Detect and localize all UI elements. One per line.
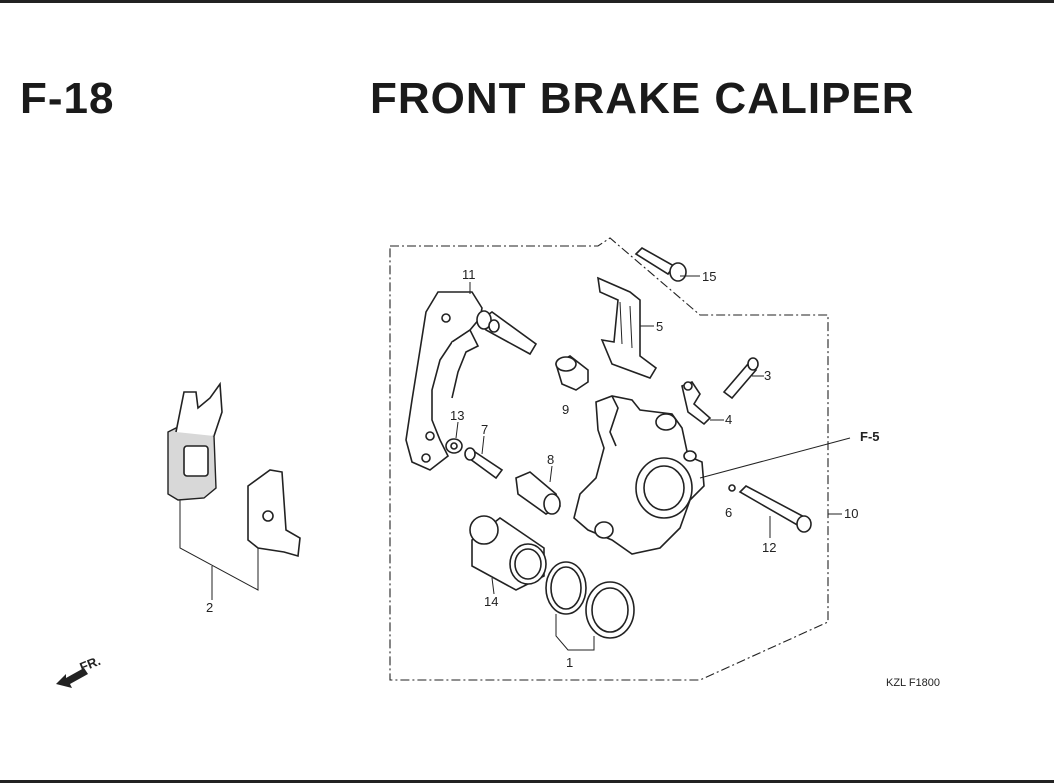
callout-15: 15 (702, 269, 716, 284)
callout-14: 14 (484, 594, 498, 609)
callout-6: 6 (725, 505, 732, 520)
brake-pad-set-2 (167, 381, 301, 558)
bleeder-cap-4 (681, 381, 712, 426)
callout-9: 9 (562, 402, 569, 417)
page-title: FRONT BRAKE CALIPER (370, 74, 915, 123)
callout-10: 10 (844, 506, 858, 521)
callout-2: 2 (206, 600, 213, 615)
pin-bolt-7 (464, 447, 504, 480)
piston-14 (469, 515, 547, 591)
front-direction-label: FR. (78, 653, 103, 675)
pad-spring-5 (597, 276, 658, 379)
bleeder-valve-3 (722, 357, 759, 400)
cap-6 (728, 484, 736, 492)
piston-seal-set-1 (545, 561, 635, 639)
drawing-code: KZL F1800 (886, 677, 940, 689)
callout-4: 4 (725, 412, 732, 427)
callout-12: 12 (762, 540, 776, 555)
front-direction-arrow-icon (56, 668, 88, 688)
callout-8: 8 (547, 452, 554, 467)
leader-lines (179, 275, 851, 651)
boot-9 (555, 355, 589, 391)
callout-13: 13 (450, 408, 464, 423)
bolt-13 (445, 438, 463, 454)
callout-7: 7 (481, 422, 488, 437)
callout-3: 3 (764, 368, 771, 383)
callout-1: 1 (566, 655, 573, 670)
cross-reference-label: F-5 (860, 429, 880, 444)
callout-5: 5 (656, 319, 663, 334)
sleeve-8 (515, 471, 561, 515)
callout-11: 11 (462, 267, 476, 282)
hanger-pin-12 (738, 485, 812, 533)
bolt-15 (634, 247, 687, 282)
caliper-body (573, 395, 705, 555)
assembly-boundary (389, 237, 829, 681)
slide-pin-11 (476, 310, 538, 356)
section-code: F-18 (20, 74, 115, 123)
caliper-bracket (405, 291, 483, 471)
